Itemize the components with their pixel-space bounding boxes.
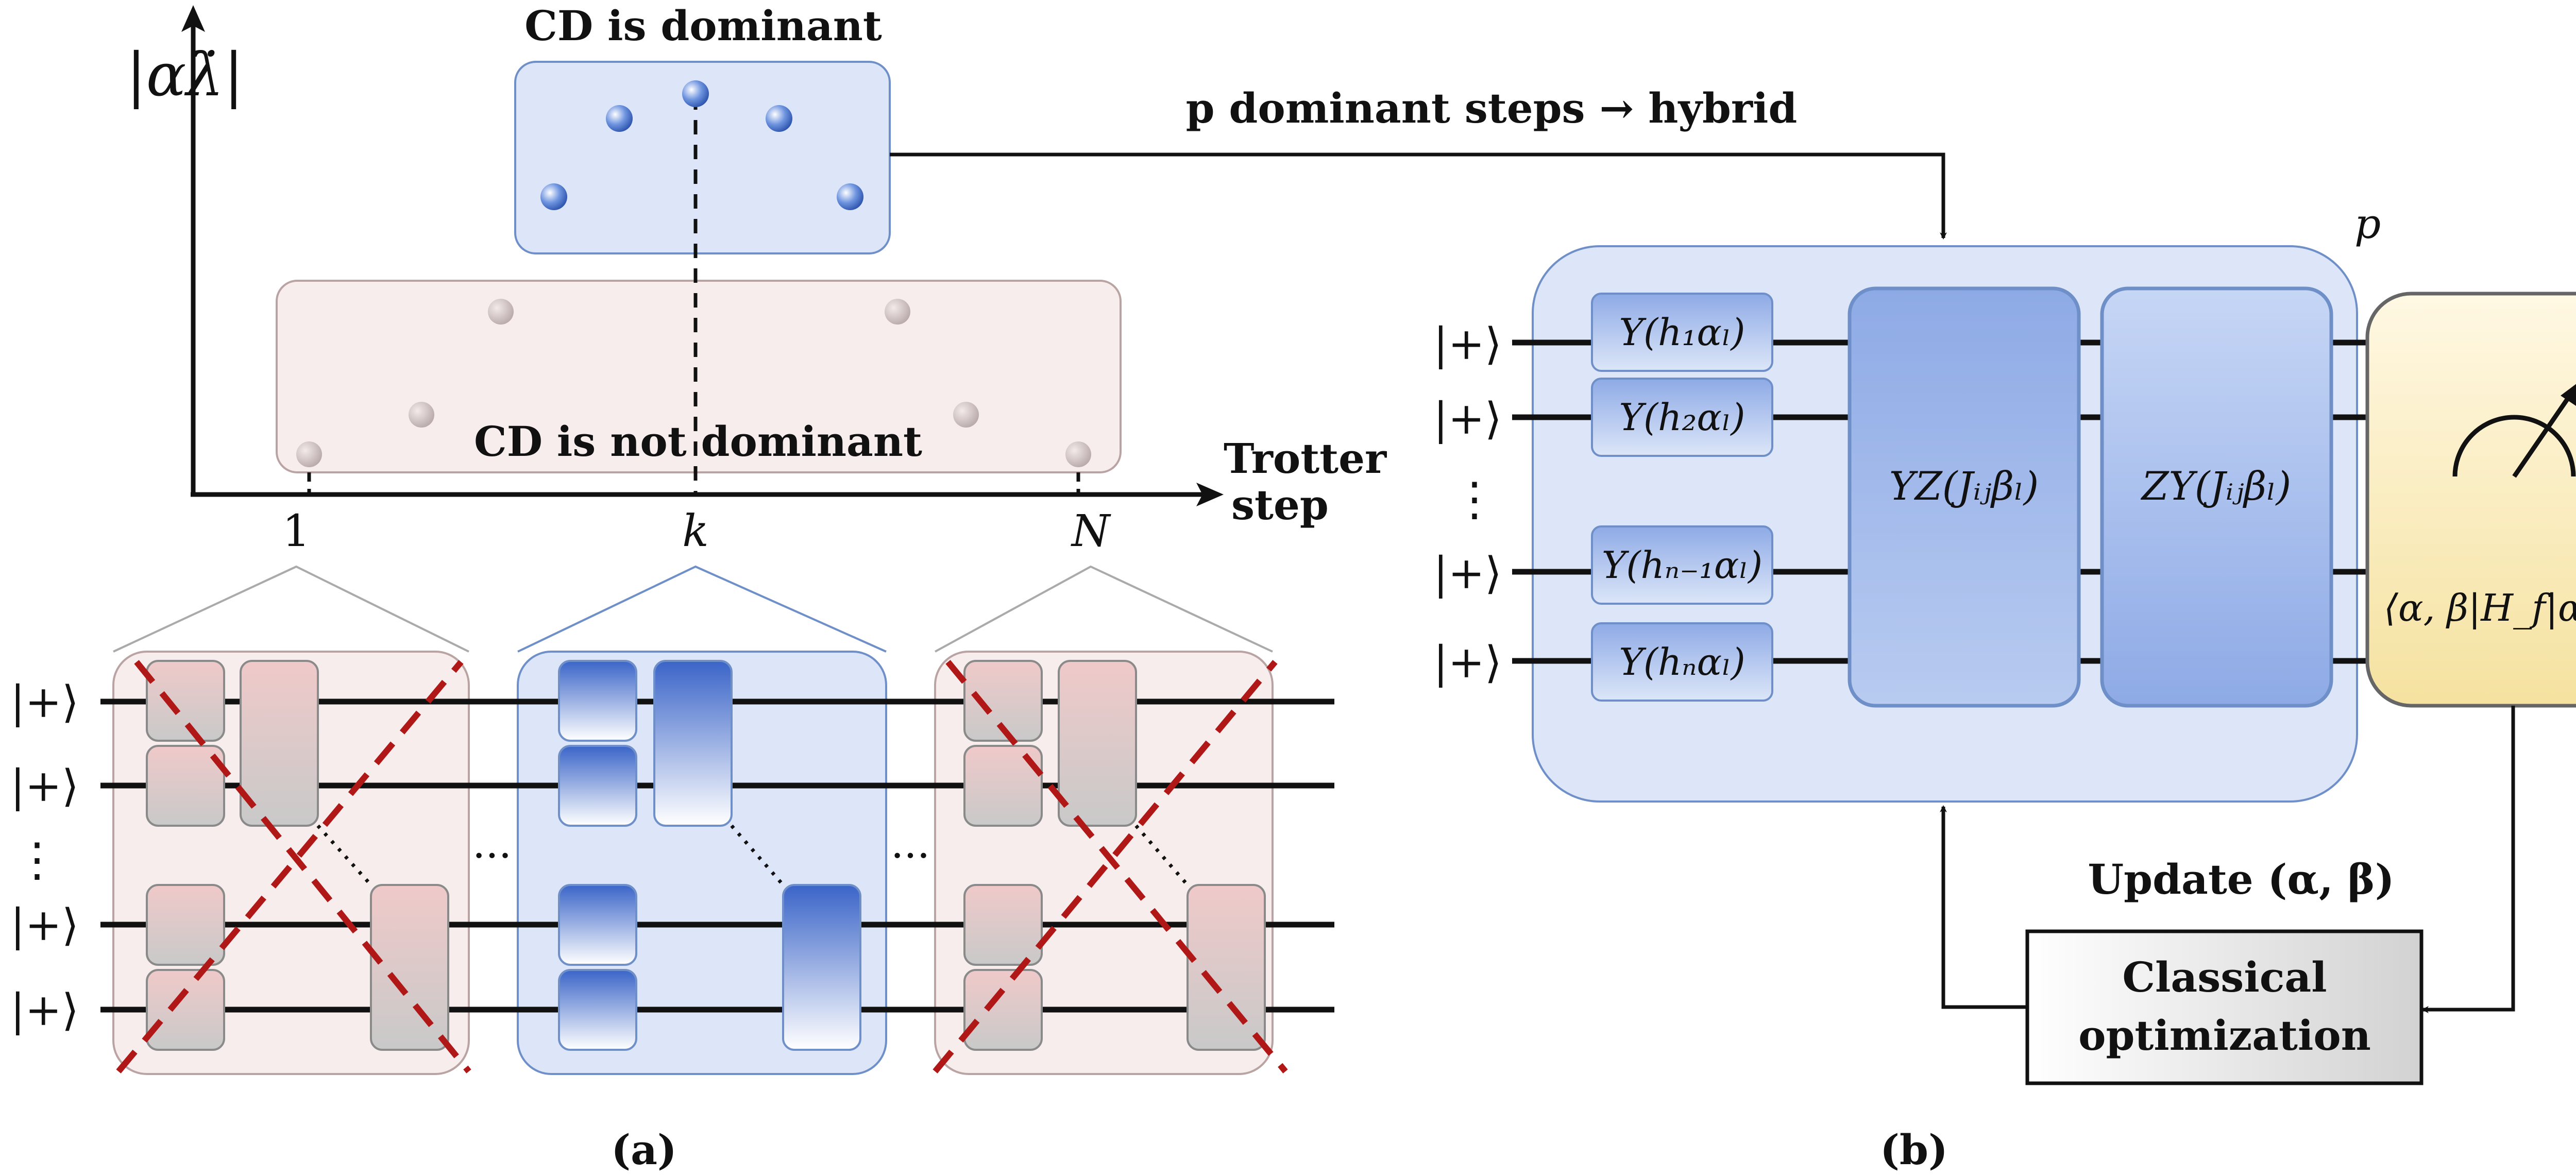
hybrid-arrow	[890, 152, 1947, 240]
ellipsis-1: ...	[472, 820, 512, 867]
hybrid-arrow-label: p dominant steps → hybrid	[1186, 84, 1798, 132]
block-k-dotted-link	[730, 824, 785, 887]
blue-dot	[606, 105, 633, 132]
meter-icon	[2452, 384, 2576, 478]
block-N-cross	[933, 660, 1288, 1073]
qubit-label-a-2: |+⟩	[10, 761, 79, 812]
x-axis-arrowhead	[1196, 483, 1224, 506]
qubit-label-a-4: |+⟩	[10, 985, 79, 1036]
block-1-dotted-link	[316, 824, 372, 887]
blue-dot	[766, 105, 792, 132]
panel-a: |αλ̇| Trotter step 1 k N CD is dominant …	[10, 2, 1387, 1174]
qubit-label-b-4: |+⟩	[1433, 637, 1502, 688]
x-axis-label-line2: step	[1231, 481, 1329, 529]
y-gate-4: Y(hₙαₗ)	[1591, 622, 1773, 702]
y-gate-3-label: Y(hₙ₋₁αₗ)	[1602, 543, 1762, 587]
measurement-box: ⟨α, β|H_f|α, β⟩	[2365, 292, 2576, 708]
update-label: Update (α, β)	[2088, 855, 2394, 904]
block-1-gates	[146, 660, 449, 1051]
optimizer-label-line2: optimization	[2078, 1011, 2371, 1060]
qubit-dots-a: ⋮	[14, 833, 60, 887]
classical-optimizer-box: Classical optimization	[2025, 929, 2424, 1085]
gray-dot	[1065, 441, 1091, 467]
qubit-label-b-1: |+⟩	[1433, 319, 1502, 370]
tick-N-label: N	[1071, 506, 1111, 557]
qubit-dots-b: ⋮	[1451, 472, 1498, 526]
zy-gate: ZY(Jᵢⱼβₗ)	[2100, 286, 2333, 708]
block-k-gates	[558, 660, 861, 1051]
blue-dot	[682, 80, 709, 107]
y-gate-1-label: Y(h₁αₗ)	[1619, 311, 1745, 354]
zoom-lines-N	[935, 565, 1273, 653]
qubit-label-b-3: |+⟩	[1433, 548, 1502, 599]
optimizer-label-line1: Classical	[2122, 953, 2327, 1001]
block-N-dotted-link	[1134, 824, 1189, 887]
qubit-label-a-1: |+⟩	[10, 677, 79, 728]
yz-gate: YZ(Jᵢⱼβₗ)	[1848, 286, 2081, 708]
gray-dot	[953, 402, 979, 428]
gray-dot	[296, 441, 322, 467]
dominant-label: CD is dominant	[524, 2, 882, 50]
measurement-to-optimizer-arrow	[2421, 706, 2515, 1013]
dominant-region	[514, 61, 891, 254]
gray-dot	[488, 299, 514, 325]
optimizer-to-circuit-arrow	[1940, 805, 2027, 1009]
zoom-lines-k	[517, 565, 887, 653]
block-1-cross	[116, 660, 471, 1073]
x-axis-label-line1: Trotter	[1224, 434, 1387, 483]
y-gate-3: Y(hₙ₋₁αₗ)	[1591, 525, 1773, 605]
caption-a: (a)	[611, 1126, 677, 1174]
zoom-lines-1	[113, 565, 469, 653]
y-axis-label: |αλ̇|	[126, 41, 244, 110]
not-dominant-region	[276, 280, 1122, 473]
gray-dot	[885, 299, 910, 325]
y-gate-2: Y(h₂αₗ)	[1591, 378, 1773, 457]
qubit-label-b-2: |+⟩	[1433, 394, 1502, 445]
zy-gate-label: ZY(Jᵢⱼβₗ)	[2141, 463, 2292, 509]
y-gate-1: Y(h₁αₗ)	[1591, 293, 1773, 372]
gray-dot	[409, 402, 434, 428]
qubit-label-a-3: |+⟩	[10, 900, 79, 951]
yz-gate-label: YZ(Jᵢⱼβₗ)	[1889, 463, 2039, 509]
repeat-label: p	[2354, 200, 2381, 248]
ellipsis-2: ...	[891, 820, 930, 867]
tick-1-label: 1	[282, 506, 310, 557]
caption-b: (b)	[1880, 1126, 1948, 1174]
y-gate-2-label: Y(h₂αₗ)	[1619, 396, 1745, 439]
block-N-gates	[963, 660, 1266, 1051]
blue-dot	[540, 183, 567, 210]
y-axis-arrowhead	[181, 5, 205, 32]
y-gate-4-label: Y(hₙαₗ)	[1619, 640, 1745, 684]
panel-b: p |+⟩ |+⟩ ⋮ |+⟩ |+⟩ Y(h₁αₗ) Y(h₂αₗ) Y(hₙ…	[1433, 200, 2576, 1174]
not-dominant-label: CD is not dominant	[474, 417, 922, 466]
blue-dot	[837, 183, 863, 210]
measurement-label: ⟨α, β|H_f|α, β⟩	[2384, 586, 2576, 629]
tick-k-label: k	[682, 506, 709, 557]
